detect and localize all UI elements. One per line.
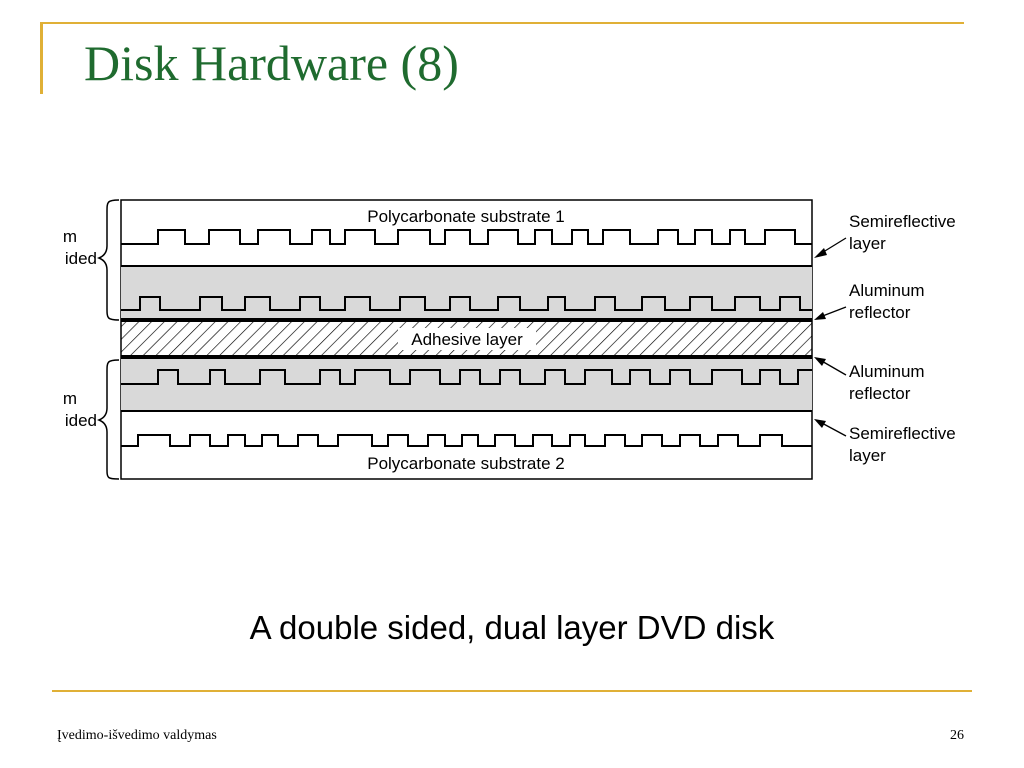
left-brace-top xyxy=(96,199,120,321)
adhesive-label-bg xyxy=(398,328,536,350)
left-label-bottom-line1: m xyxy=(63,389,77,408)
footer-text: Įvedimo-išvedimo valdymas xyxy=(57,728,217,743)
callout-semireflective-bottom-line1: Semireflective xyxy=(849,424,956,443)
callout-aluminum-top-line1: Aluminum xyxy=(849,281,925,300)
title-accent-horizontal xyxy=(40,22,964,24)
left-label-top-line1: m xyxy=(63,227,77,246)
callout-arrow-aluminum-top xyxy=(814,306,847,320)
diagram-caption: A double sided, dual layer DVD disk xyxy=(249,609,775,646)
left-brace-bottom xyxy=(96,359,120,480)
substrate-bottom-label-bg xyxy=(345,450,587,474)
substrate-top-label: Polycarbonate substrate 1 xyxy=(367,207,565,226)
aluminum-track-upper xyxy=(121,296,812,311)
callout-arrow-aluminum-bottom xyxy=(814,357,847,376)
callout-aluminum-bottom-line1: Aluminum xyxy=(849,362,925,381)
callout-semireflective-top-line1: Semireflective xyxy=(849,212,956,231)
callout-aluminum-bottom-line2: reflector xyxy=(849,384,911,403)
aluminum-track-lower xyxy=(121,369,812,385)
semireflective-track-lower xyxy=(121,434,812,447)
adhesive-label: Adhesive layer xyxy=(411,330,523,349)
callout-aluminum-top-line2: reflector xyxy=(849,303,911,322)
callout-arrow-semireflective-top xyxy=(814,237,847,258)
slide-title: Disk Hardware (8) xyxy=(84,35,459,91)
semireflective-track-upper xyxy=(121,229,812,245)
substrate-top-label-bg xyxy=(345,204,587,226)
substrate-bottom-label: Polycarbonate substrate 2 xyxy=(367,454,565,473)
left-label-top-line2: ided xyxy=(65,249,97,268)
title-accent-vertical xyxy=(40,22,43,94)
left-label-bottom-line2: ided xyxy=(65,411,97,430)
page-number: 26 xyxy=(950,728,964,743)
callout-semireflective-top-line2: layer xyxy=(849,234,886,253)
dvd-layer-diagram: Polycarbonate substrate 1 Adhesive layer… xyxy=(63,199,956,480)
footer-divider xyxy=(52,690,972,692)
callout-semireflective-bottom-line2: layer xyxy=(849,446,886,465)
callout-arrow-semireflective-bottom xyxy=(814,419,847,437)
